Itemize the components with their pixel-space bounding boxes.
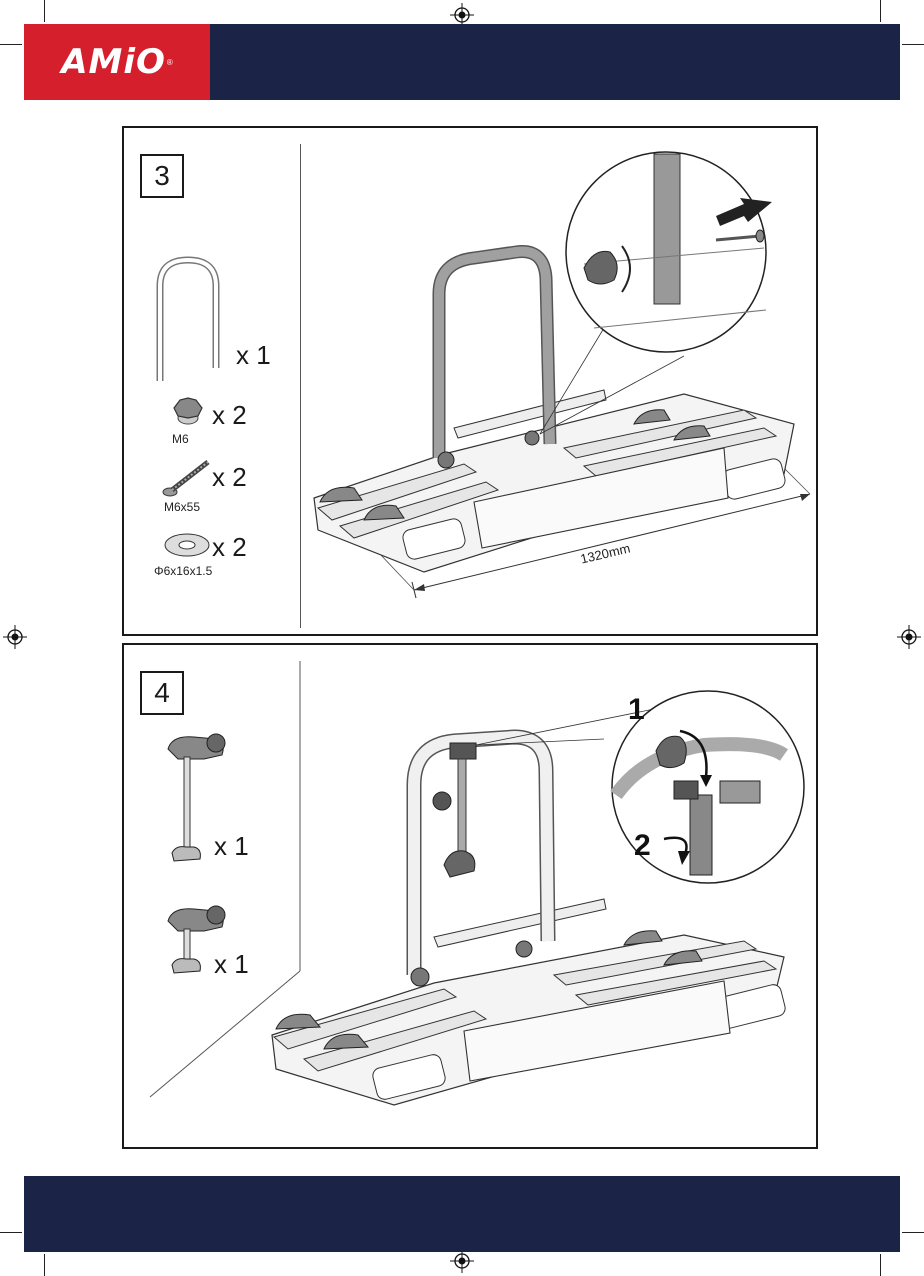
bolt-part-icon <box>162 458 214 498</box>
registration-mark-icon <box>3 625 27 649</box>
washer-part-icon <box>162 530 212 560</box>
step-3-panel: 3 x 1 x 2 M6 x 2 M6x55 x 2 Φ6x16x1.5 <box>122 126 818 636</box>
callout-1: 1 <box>628 693 645 727</box>
crop-mark <box>44 0 45 22</box>
short-arm-qty: x 1 <box>214 949 249 980</box>
callout-2: 2 <box>634 829 651 863</box>
footer-bar <box>24 1176 900 1252</box>
step-4-panel: 4 x 1 x 1 <box>122 643 818 1149</box>
frame-qty: x 1 <box>236 340 271 371</box>
crop-mark <box>44 1254 45 1276</box>
bike-carrier-arms-illustration <box>264 645 814 1145</box>
washer-label: Φ6x16x1.5 <box>154 564 212 578</box>
knob-qty: x 2 <box>212 400 247 431</box>
logo-text: AMiO <box>61 42 166 82</box>
long-arm-qty: x 1 <box>214 831 249 862</box>
crop-mark <box>880 1254 881 1276</box>
bolt-label: M6x55 <box>164 500 200 514</box>
parts-divider <box>300 144 301 628</box>
bolt-qty: x 2 <box>212 462 247 493</box>
header-bar: AMiO® <box>24 24 900 100</box>
washer-qty: x 2 <box>212 532 247 563</box>
crop-mark <box>0 44 22 45</box>
crop-mark <box>880 0 881 22</box>
frame-part-icon <box>152 256 232 386</box>
registration-mark-icon <box>897 625 921 649</box>
knob-part-icon <box>168 394 208 430</box>
crop-mark <box>902 1232 924 1233</box>
registered-mark: ® <box>167 58 173 67</box>
bike-carrier-illustration <box>304 128 814 634</box>
crop-mark <box>0 1232 22 1233</box>
crop-mark <box>902 44 924 45</box>
brand-logo: AMiO® <box>24 24 210 100</box>
knob-label: M6 <box>172 432 189 446</box>
registration-mark-icon <box>450 1249 474 1273</box>
step-number: 3 <box>140 154 184 198</box>
